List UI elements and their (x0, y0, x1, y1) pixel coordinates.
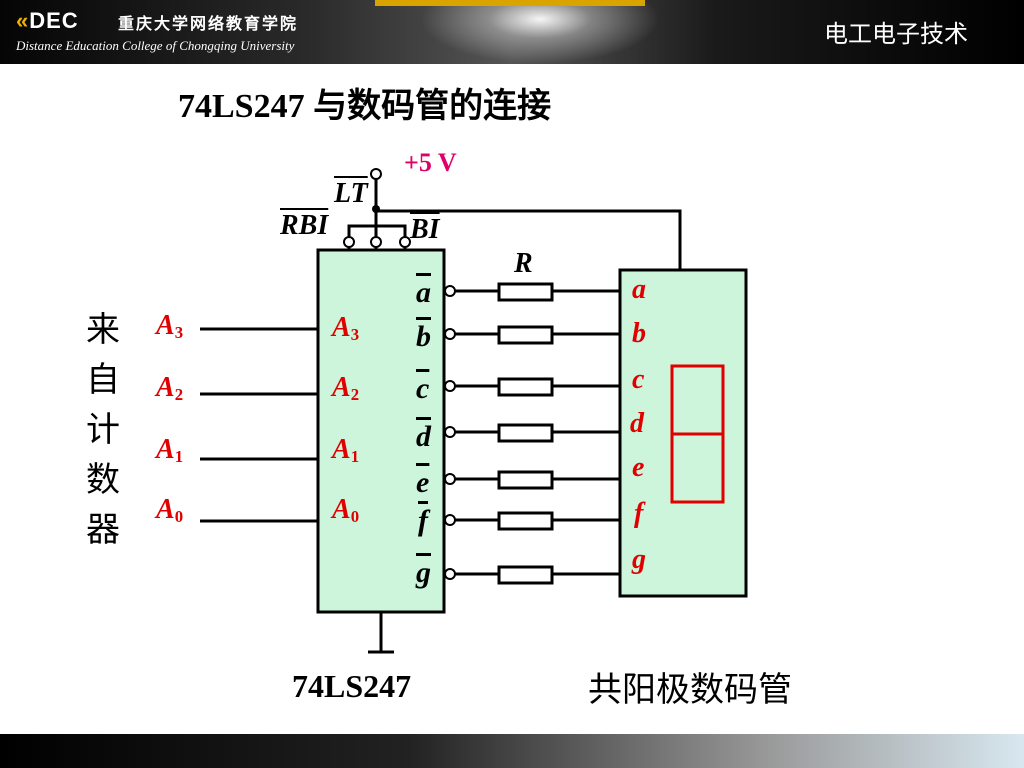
logo: «DEC (16, 8, 112, 34)
external-input-a1: A1 (156, 434, 184, 467)
school-name-en: Distance Education College of Chongqing … (16, 38, 295, 53)
output-row-g (444, 565, 620, 585)
output-row-c (444, 377, 620, 397)
chip-input-a3: A3 (332, 312, 360, 345)
pin-lt (370, 236, 382, 248)
resistor-g (497, 565, 554, 585)
output-row-d (444, 423, 620, 443)
output-row-a (444, 282, 620, 302)
chip-caption: 74LS247 (292, 668, 412, 704)
header-light-decoration (420, 0, 660, 64)
display-pin-e: e (632, 452, 645, 483)
resistor-b (497, 325, 554, 345)
pin-label-lt: LT (334, 178, 368, 209)
pin-label-bi: BI (410, 214, 440, 245)
chip-input-a1: A1 (332, 434, 360, 467)
chip-input-a0: A0 (332, 494, 360, 527)
display-pin-b: b (632, 318, 646, 349)
chip-body (316, 248, 446, 614)
logo-chevron-icon: « (16, 8, 30, 33)
external-input-a2: A2 (156, 372, 184, 405)
chip-output-f: f (418, 504, 428, 537)
display-caption: 共阳极数码管 (588, 670, 792, 710)
rbi-wire (347, 224, 407, 240)
chip-output-d: d (416, 420, 431, 453)
supply-terminal (370, 168, 382, 180)
display-pin-f: f (634, 498, 644, 529)
external-input-a3: A3 (156, 310, 184, 343)
display-pin-a: a (632, 274, 646, 305)
chip-output-e: e (416, 466, 430, 499)
footer-bar (0, 734, 1024, 768)
display-pin-g: g (632, 544, 646, 575)
chip-output-b: b (416, 320, 431, 353)
supply-label: +5 V (404, 148, 457, 177)
output-row-f (444, 511, 620, 531)
source-label: 来自计数器 (86, 310, 120, 550)
chip-output-c: c (416, 372, 430, 405)
segment-digit-lower (670, 432, 725, 504)
resistor-e (497, 470, 554, 490)
course-title: 电工电子技术 (824, 20, 968, 48)
logo-text: DEC (29, 8, 79, 33)
display-pin-d: d (630, 408, 644, 439)
header-gold-strip (375, 0, 645, 6)
supply-to-display-wire (376, 209, 682, 270)
resistor-c (497, 377, 554, 397)
page-title: 74LS247 与数码管的连接 (178, 88, 552, 125)
chip-input-a2: A2 (332, 372, 360, 405)
chip-output-g: g (416, 556, 431, 589)
pin-label-rbi: RBI (280, 210, 329, 241)
output-row-e (444, 470, 620, 490)
resistor-a (497, 282, 554, 302)
external-input-a0: A0 (156, 494, 184, 527)
chip-output-a: a (416, 276, 431, 309)
pin-rbi (343, 236, 355, 248)
resistor-f (497, 511, 554, 531)
pin-bi (399, 236, 411, 248)
output-row-b (444, 325, 620, 345)
display-pin-c: c (632, 364, 645, 395)
school-name-cn: 重庆大学网络教育学院 (118, 14, 299, 33)
resistor-label: R (514, 248, 533, 279)
resistor-d (497, 423, 554, 443)
